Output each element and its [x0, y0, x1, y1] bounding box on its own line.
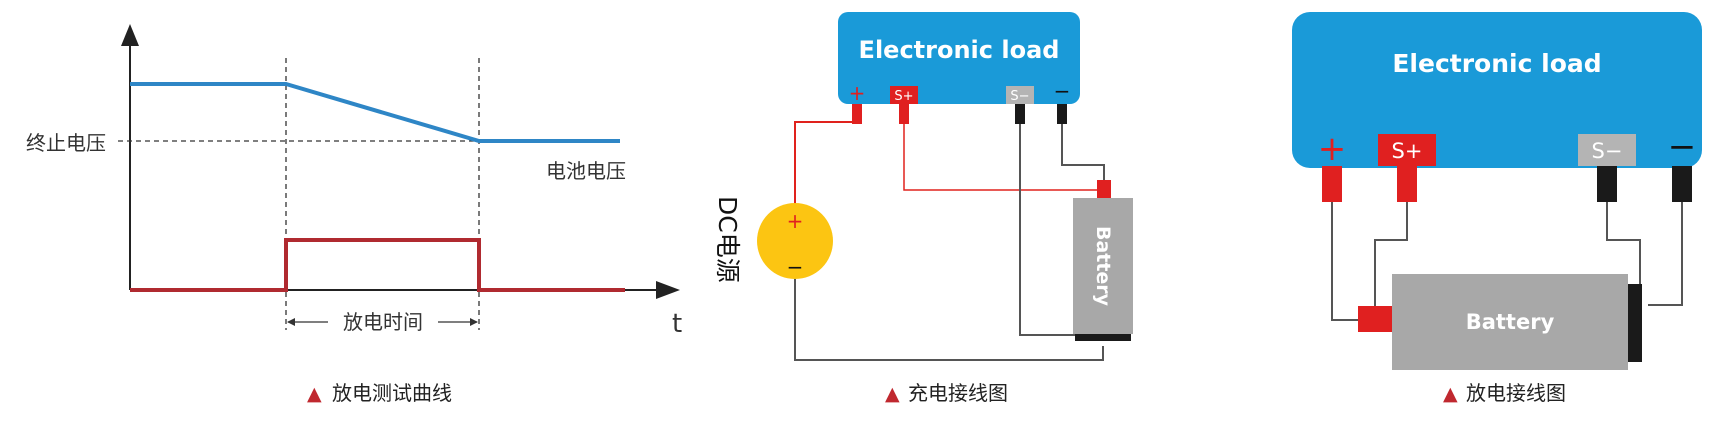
wire-sminus-to-battery-2: [1606, 202, 1641, 292]
electronic-load-title-2: Electronic load: [1392, 49, 1601, 78]
discharge-wiring-panel: Electronic load + S+ S− − Battery ▲ 放电接线…: [1292, 12, 1702, 405]
electronic-load-title: Electronic load: [859, 36, 1060, 64]
terminal-sminus-tag-2: [1578, 134, 1636, 166]
post-splus: [899, 104, 909, 124]
terminal-splus-label-2: S+: [1392, 139, 1423, 163]
electronic-load-box-2: [1292, 12, 1702, 168]
terminal-sminus-label: S−: [1010, 89, 1029, 104]
time-axis-label: t: [672, 309, 682, 339]
source-plus-sign: +: [787, 209, 804, 233]
wire-splus-to-battery-2: [1374, 202, 1408, 310]
battery-body-2: [1392, 274, 1628, 370]
post-plus: [852, 104, 862, 124]
terminal-minus-label-2: −: [1668, 127, 1697, 167]
wire-plus-to-battery-2: [1331, 202, 1362, 321]
discharge-current-line: [130, 238, 625, 292]
terminal-plus-label: +: [849, 81, 866, 105]
cutoff-voltage-label: 终止电压: [26, 131, 106, 155]
battery-voltage-line: [130, 82, 620, 143]
dc-source-label: DC电源: [713, 196, 742, 283]
wire-sminus-to-battery: [1019, 124, 1075, 336]
time-span-arrowhead-right: [470, 318, 478, 326]
battery-body: [1073, 198, 1133, 334]
time-span-arrowhead-left: [287, 318, 295, 326]
x-axis-arrow: [656, 281, 680, 299]
terminal-sminus-tag: [1006, 86, 1034, 104]
terminal-splus-label: S+: [894, 89, 913, 104]
battery-voltage-label: 电池电压: [546, 159, 626, 183]
discharge-curve-caption: 放电测试曲线: [332, 381, 452, 405]
discharge-time-label: 放电时间: [343, 310, 423, 334]
wire-plus-to-source: [794, 121, 858, 212]
dc-source-circle: [757, 203, 833, 279]
battery-negative-cap: [1075, 334, 1131, 341]
battery-positive-cap-2: [1358, 306, 1392, 332]
electronic-load-box: [838, 12, 1080, 104]
caption-marker: ▲: [307, 383, 322, 405]
discharge-wiring-caption: 放电接线图: [1466, 381, 1566, 405]
terminal-minus-label: −: [1054, 79, 1071, 103]
battery-negative-cap-2: [1628, 284, 1642, 362]
terminal-plus-label-2: +: [1318, 129, 1347, 169]
post-minus-2: [1672, 166, 1692, 202]
wire-minus-to-battery-2: [1648, 202, 1683, 306]
terminal-splus-tag-2: [1378, 134, 1436, 166]
battery-label-2: Battery: [1466, 310, 1555, 334]
wire-source-to-battery: [794, 270, 1104, 361]
caption-marker-discharge: ▲: [1443, 383, 1458, 405]
post-minus: [1057, 104, 1067, 124]
wire-splus-to-battery: [903, 124, 1104, 191]
battery-label: Battery: [1092, 226, 1114, 307]
post-sminus-2: [1597, 166, 1617, 202]
battery-positive-cap: [1097, 180, 1111, 198]
y-axis-arrow: [121, 24, 139, 46]
source-minus-sign: −: [787, 255, 804, 279]
discharge-curve-panel: 终止电压 电池电压 放电时间 t ▲ 放电测试曲线: [26, 24, 682, 405]
charge-wiring-panel: Electronic load + S+ S− − + − DC电源 Batte…: [713, 12, 1133, 405]
post-splus-2: [1397, 166, 1417, 202]
post-plus-2: [1322, 166, 1342, 202]
terminal-sminus-label-2: S−: [1592, 139, 1623, 163]
terminal-splus-tag: [890, 86, 918, 104]
caption-marker-charge: ▲: [885, 383, 900, 405]
wire-minus-to-battery: [1061, 124, 1105, 182]
charge-wiring-caption: 充电接线图: [908, 381, 1008, 405]
post-sminus: [1015, 104, 1025, 124]
